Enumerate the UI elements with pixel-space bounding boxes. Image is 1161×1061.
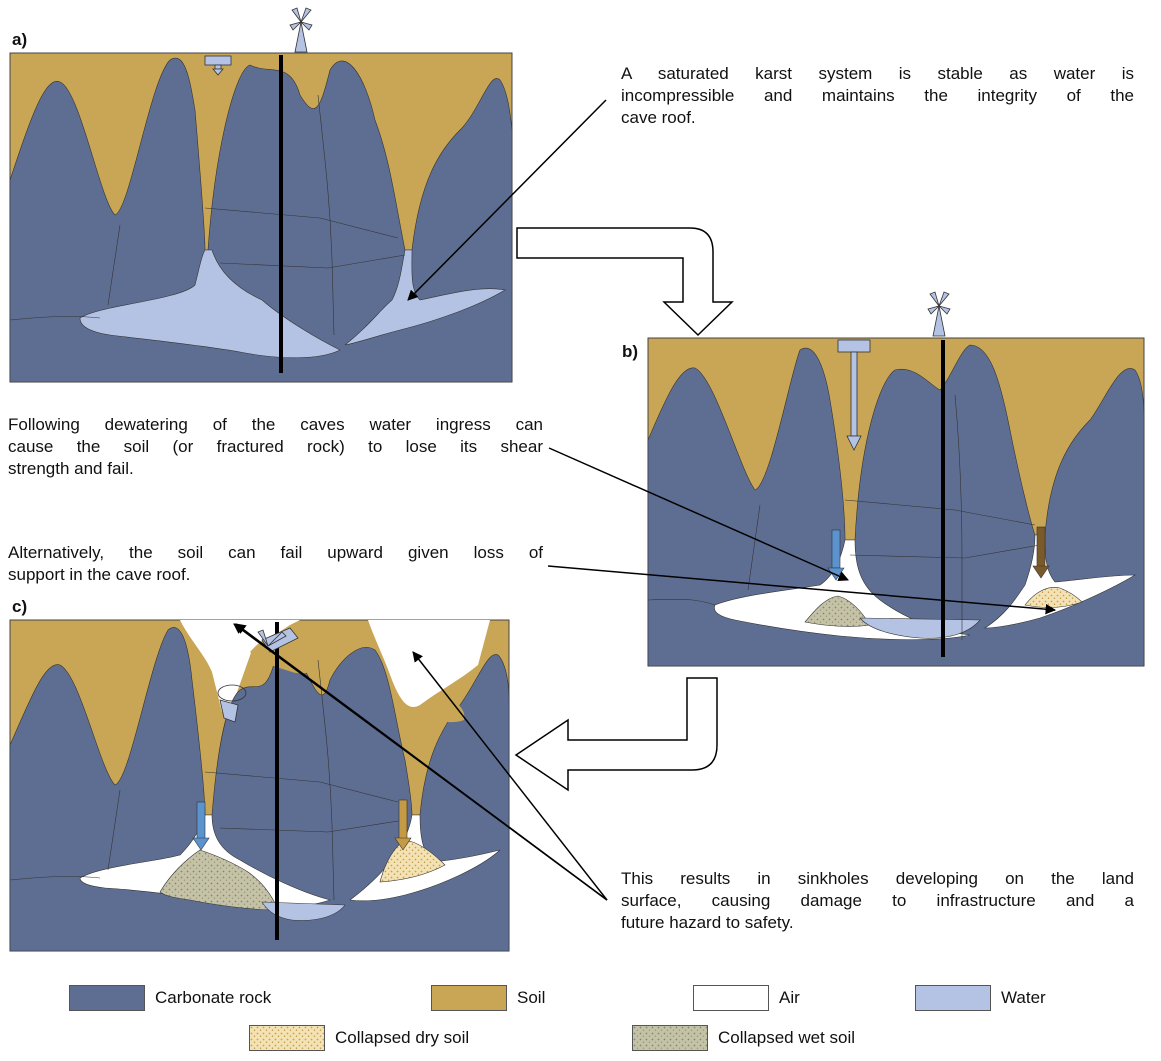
water-tap-icon-b — [837, 339, 871, 451]
caption-saturated: A saturated karst system is stable as wa… — [621, 63, 1134, 129]
legend-label-soil: Soil — [517, 988, 546, 1007]
windmill-icon-b — [927, 291, 951, 337]
caption-result-line-2: surface, causing damage to infrastructur… — [621, 891, 1134, 910]
caption-saturated-line-3: cave roof. — [621, 108, 696, 127]
panel-c-dry-soil — [379, 839, 446, 883]
soil-fall-arrow-b — [1032, 526, 1050, 579]
caption-saturated-line-1: A saturated karst system is stable as wa… — [621, 64, 1134, 83]
caption-saturated-line-2: incompressible and maintains the integri… — [621, 86, 1134, 105]
caption-result-line-3: future hazard to safety. — [621, 913, 794, 932]
legend-swatch-collapsed-dry-soil — [249, 1025, 325, 1051]
caption-result: This results in sinkholes developing on … — [621, 868, 1134, 934]
panel-label-c: c) — [12, 597, 28, 616]
fallen-tap-icon-c — [217, 684, 247, 723]
caption-alternative-line-1: Alternatively, the soil can fail upward … — [8, 543, 543, 562]
panel-a-rock — [9, 57, 513, 383]
legend-label-collapsed-wet-soil: Collapsed wet soil — [718, 1028, 856, 1047]
legend-label-air: Air — [779, 988, 800, 1007]
panel-a-water-right — [344, 249, 506, 346]
legend-label-water: Water — [1001, 988, 1046, 1007]
legend-label-collapsed-dry-soil: Collapsed dry soil — [335, 1028, 470, 1047]
legend-swatch-soil — [431, 985, 507, 1011]
flow-arrow-a-to-b — [516, 227, 734, 337]
panel-c-sinkhole-air-right — [368, 620, 490, 708]
panel-label-b: b) — [622, 342, 639, 361]
water-tap-icon-a — [204, 55, 232, 76]
panel-b-scene — [647, 291, 1145, 667]
callout-lines — [233, 99, 1057, 901]
legend-air: Air — [693, 985, 800, 1011]
caption-dewatering: Following dewatering of the caves water … — [8, 414, 543, 480]
panel-a-scene — [9, 7, 513, 383]
windmill-icon-a — [289, 7, 313, 53]
caption-alternative-line-2: support in the cave roof. — [8, 565, 191, 584]
caption-dewatering-line-2: cause the soil (or fractured rock) to lo… — [8, 437, 543, 456]
caption-alternative: Alternatively, the soil can fail upward … — [8, 542, 543, 586]
water-ingress-arrow-c — [192, 801, 210, 851]
panel-c-sinkhole-air — [180, 620, 300, 712]
legend-swatch-collapsed-wet-soil — [632, 1025, 708, 1051]
flow-arrow-b-to-c — [514, 677, 718, 792]
panel-c-wet-soil — [159, 849, 279, 911]
panel-c-scene — [9, 619, 510, 952]
legend-carbonate-rock: Carbonate rock — [69, 985, 271, 1011]
panel-a-water — [79, 249, 341, 359]
legend-water: Water — [915, 985, 1046, 1011]
caption-dewatering-line-1: Following dewatering of the caves water … — [8, 415, 543, 434]
legend-collapsed-wet-soil: Collapsed wet soil — [632, 1025, 855, 1051]
soil-fall-arrow-c — [394, 799, 412, 851]
legend-soil: Soil — [431, 985, 545, 1011]
panel-c-water — [261, 901, 346, 921]
panel-b-water — [859, 617, 981, 639]
legend-swatch-carbonate-rock — [69, 985, 145, 1011]
panel-b-air-right — [983, 534, 1137, 629]
legend-swatch-water — [915, 985, 991, 1011]
panel-label-a: a) — [12, 30, 28, 49]
panel-b-wet-soil — [804, 595, 871, 627]
legend-swatch-air — [693, 985, 769, 1011]
caption-dewatering-line-3: strength and fail. — [8, 459, 134, 478]
caption-result-line-1: This results in sinkholes developing on … — [621, 869, 1134, 888]
legend-collapsed-dry-soil: Collapsed dry soil — [249, 1025, 469, 1051]
legend-label-carbonate-rock: Carbonate rock — [155, 988, 272, 1007]
